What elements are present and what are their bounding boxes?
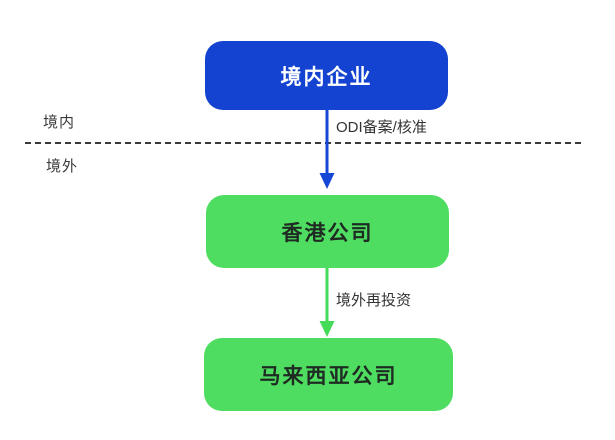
node-domestic-enterprise: 境内企业 [205,41,448,110]
region-label-domestic: 境内 [43,114,76,131]
odi-edge-label: ODI备案/核准 [336,119,427,136]
boundary-dashed-line [25,142,581,144]
node-malaysia-company: 马来西亚公司 [204,338,453,411]
region-label-overseas: 境外 [46,158,79,175]
reinvest-arrowhead-icon [319,321,335,337]
odi-arrow [319,110,335,189]
node-hongkong-company: 香港公司 [206,195,449,268]
node-malaysia-company-label: 马来西亚公司 [259,364,398,388]
reinvest-edge-label: 境外再投资 [336,292,412,309]
odi-arrowhead-icon [319,173,335,189]
node-domestic-enterprise-label: 境内企业 [280,65,373,89]
reinvest-arrow [319,268,335,337]
node-hongkong-company-label: 香港公司 [281,221,374,245]
